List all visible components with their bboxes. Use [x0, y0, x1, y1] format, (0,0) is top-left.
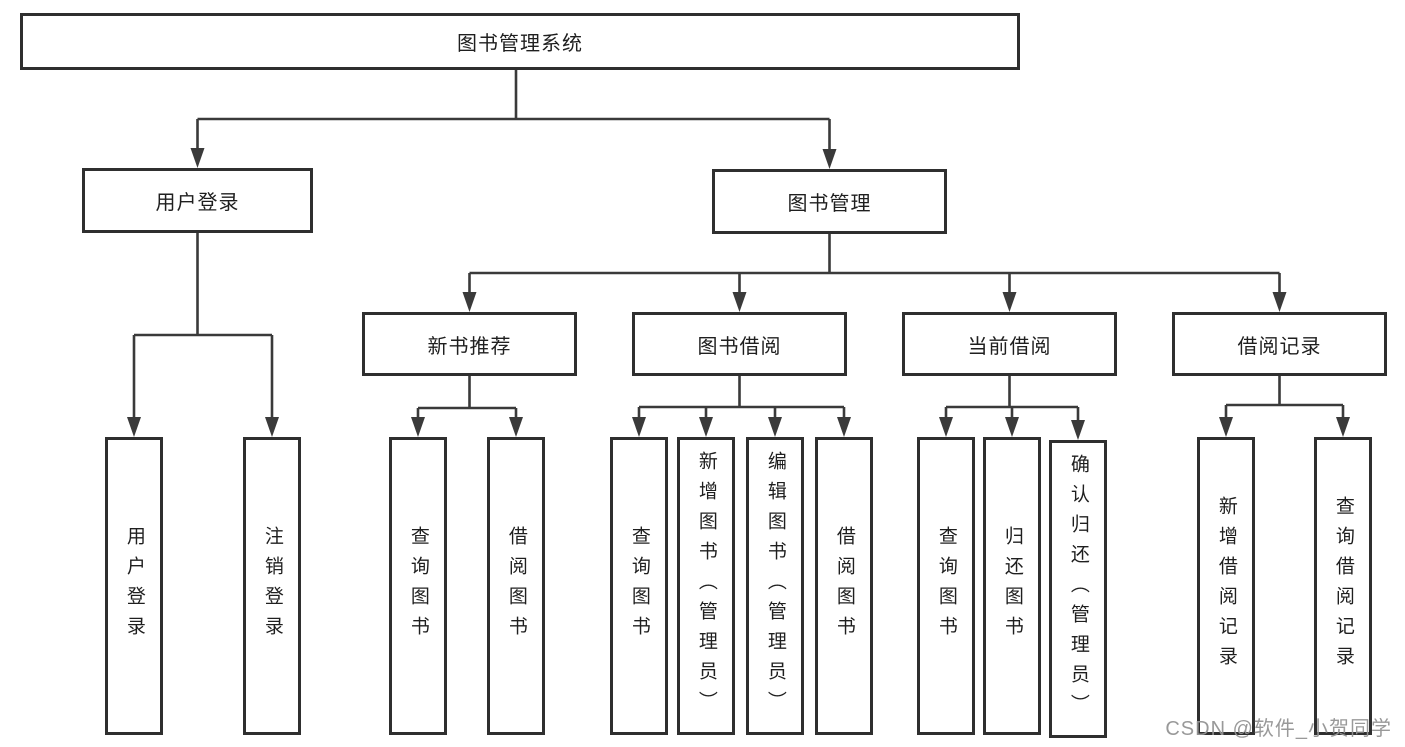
leaf-logout: 注销登录 [243, 437, 301, 735]
leaf-borrowing-add-books-admin: 新增图书（管理员） [677, 437, 735, 735]
leaf-label: 查询图书 [935, 526, 957, 646]
node-label: 图书管理系统 [457, 33, 583, 55]
csdn-watermark: CSDN @软件_小贺同学 [1165, 718, 1392, 740]
leaf-newbook-borrow-books: 借阅图书 [487, 437, 545, 735]
node-user-login: 用户登录 [82, 168, 313, 233]
leaf-label: 用户登录 [123, 526, 145, 646]
node-label: 当前借阅 [967, 335, 1052, 358]
node-label: 借阅记录 [1237, 335, 1322, 358]
leaf-label: 新增借阅记录 [1215, 496, 1237, 676]
node-new-book-recommendation: 新书推荐 [362, 312, 577, 376]
node-current-borrowing: 当前借阅 [902, 312, 1117, 376]
leaf-current-confirm-return-admin: 确认归还（管理员） [1049, 440, 1107, 738]
node-label: 用户登录 [155, 192, 240, 214]
leaf-user-login: 用户登录 [105, 437, 163, 735]
leaf-label: 查询借阅记录 [1332, 496, 1354, 676]
leaf-label: 查询图书 [628, 526, 650, 646]
node-book-management: 图书管理 [712, 169, 947, 234]
leaf-label: 注销登录 [261, 526, 283, 646]
leaf-current-return-books: 归还图书 [983, 437, 1041, 735]
leaf-newbook-query-books: 查询图书 [389, 437, 447, 735]
node-label: 图书管理 [787, 193, 872, 215]
leaf-borrowing-borrow-books: 借阅图书 [815, 437, 873, 735]
node-label: 新书推荐 [427, 335, 512, 358]
leaf-label: 确认归还（管理员） [1067, 454, 1089, 724]
leaf-label: 新增图书（管理员） [695, 451, 717, 721]
leaf-label: 借阅图书 [505, 526, 527, 646]
leaf-records-query-borrow-record: 查询借阅记录 [1314, 437, 1372, 735]
leaf-borrowing-query-books: 查询图书 [610, 437, 668, 735]
node-library-management-system: 图书管理系统 [20, 13, 1020, 70]
leaf-label: 归还图书 [1001, 526, 1023, 646]
leaf-label: 查询图书 [407, 526, 429, 646]
leaf-current-query-books: 查询图书 [917, 437, 975, 735]
node-borrowing-records: 借阅记录 [1172, 312, 1387, 376]
leaf-borrowing-edit-books-admin: 编辑图书（管理员） [746, 437, 804, 735]
leaf-label: 借阅图书 [833, 526, 855, 646]
leaf-label: 编辑图书（管理员） [764, 451, 786, 721]
node-label: 图书借阅 [697, 335, 782, 358]
node-book-borrowing: 图书借阅 [632, 312, 847, 376]
leaf-records-add-borrow-record: 新增借阅记录 [1197, 437, 1255, 735]
